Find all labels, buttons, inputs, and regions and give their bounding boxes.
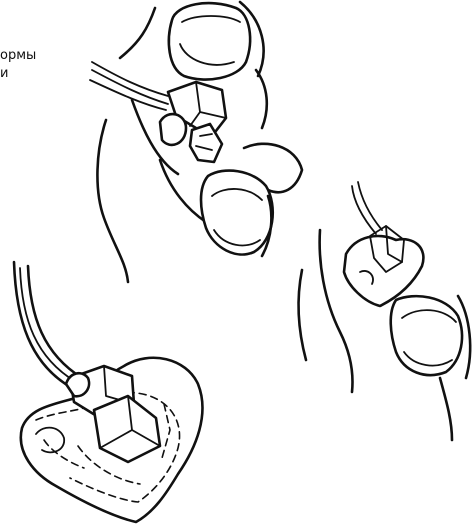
cable-2 [352,182,382,234]
cable-3 [14,262,82,388]
insertion-step-3-figure [14,262,202,522]
earpiece-1 [160,82,226,162]
insertion-step-2-figure [299,182,471,440]
cable-1 [90,62,168,110]
earpiece-2 [344,226,423,306]
insertion-step-1-figure [90,2,302,282]
